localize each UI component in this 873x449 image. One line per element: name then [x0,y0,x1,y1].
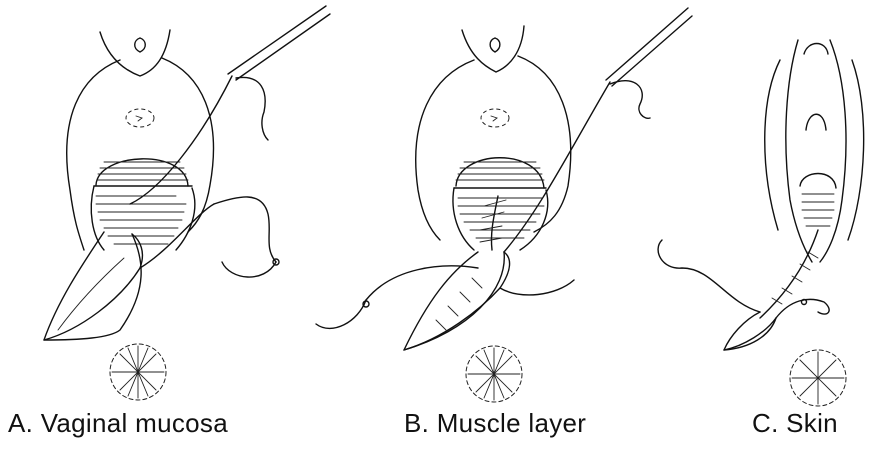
anus-sketch-c [790,350,846,406]
caption-vaginal-mucosa: A. Vaginal mucosa [8,408,228,439]
anus-sketch-b [466,346,522,402]
caption-skin: C. Skin [752,408,838,439]
panel-b-illustration [316,8,692,402]
anus-sketch-a [110,344,166,400]
panel-c-illustration [658,40,864,406]
caption-muscle-layer: B. Muscle layer [404,408,586,439]
panel-a-illustration [44,6,330,400]
